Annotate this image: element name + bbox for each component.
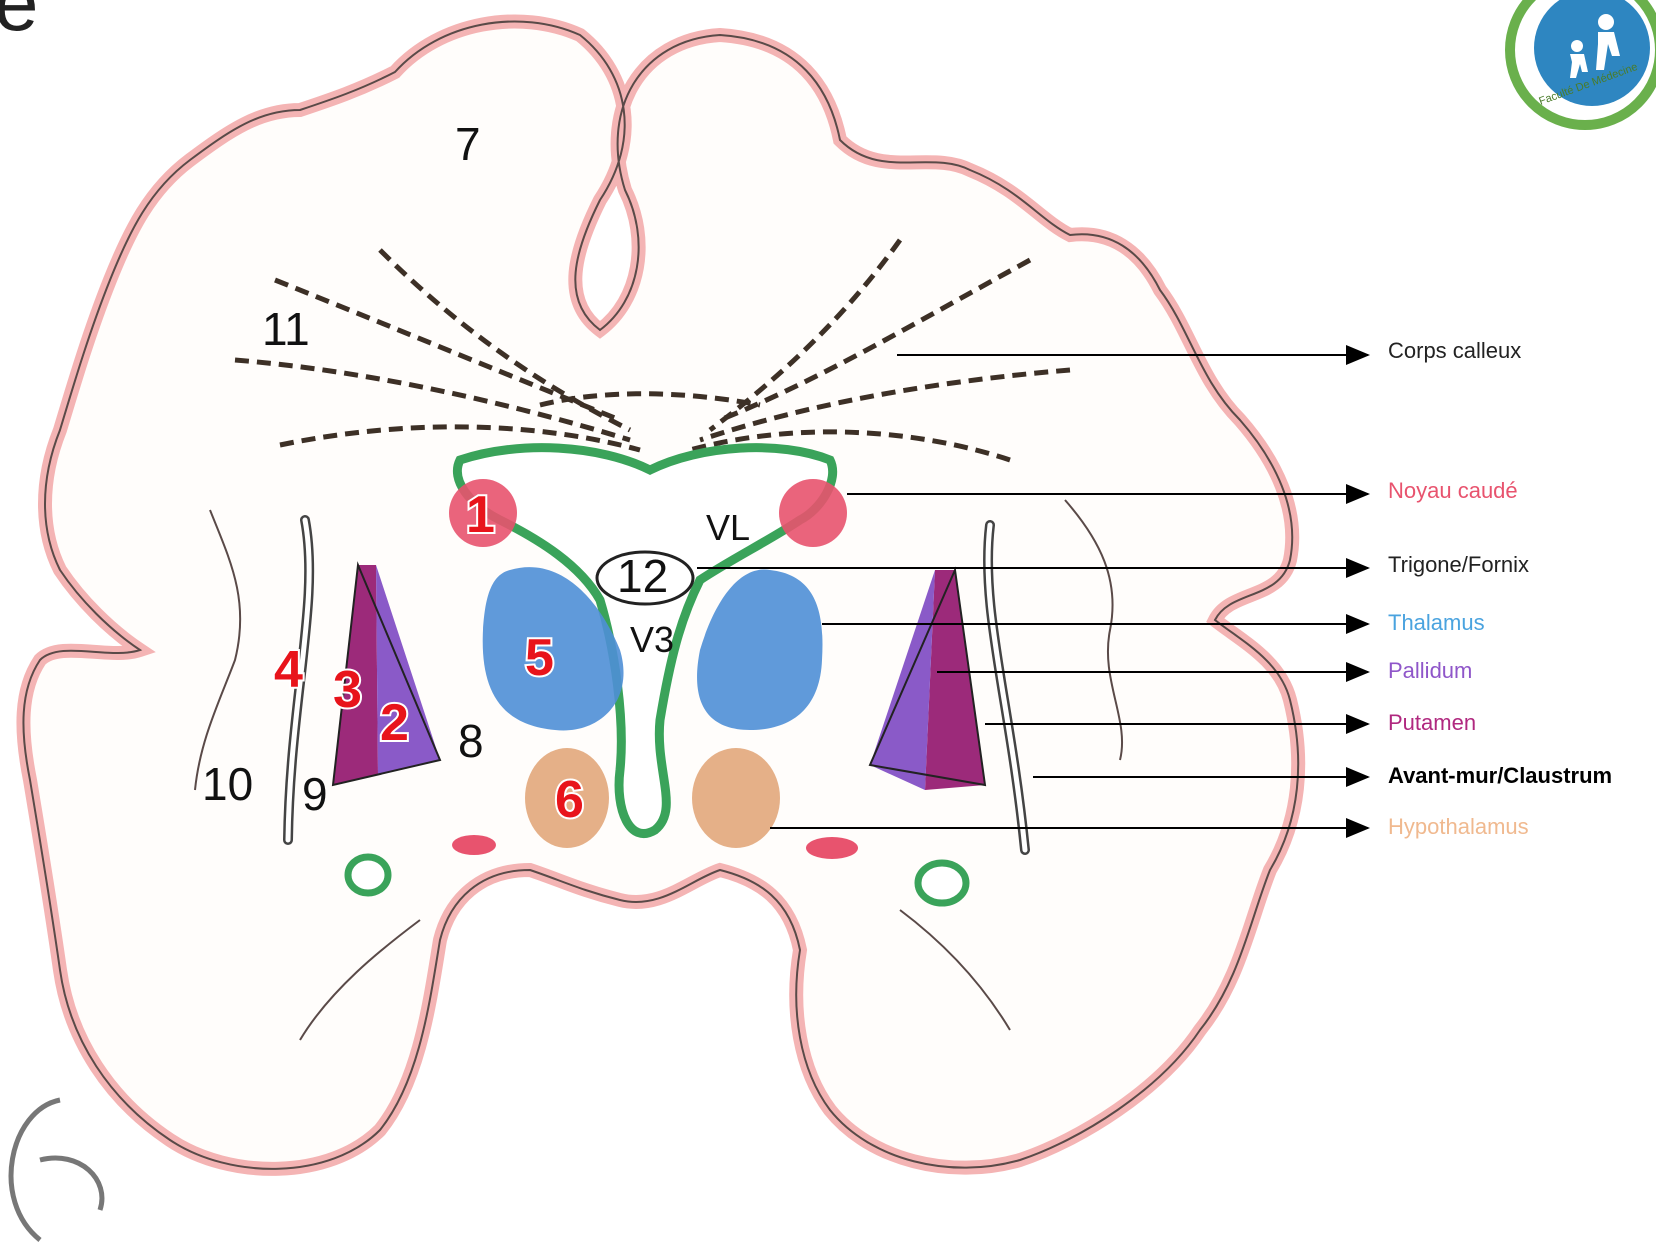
small-caudate-tail-left — [452, 835, 496, 855]
legend-hypothalamus: Hypothalamus — [1388, 814, 1529, 839]
legend-putamen: Putamen — [1388, 710, 1476, 735]
legend: Corps calleux Noyau caudé Trigone/Fornix… — [1388, 338, 1612, 839]
label-12: 12 — [617, 550, 668, 602]
label-5: 5 — [525, 629, 554, 687]
legend-thalamus: Thalamus — [1388, 610, 1485, 635]
label-vl: VL — [706, 507, 750, 548]
label-2: 2 — [380, 694, 409, 752]
label-10: 10 — [202, 758, 253, 810]
small-caudate-tail-right — [806, 837, 858, 859]
label-1: 1 — [466, 486, 495, 544]
label-6: 6 — [555, 771, 584, 829]
legend-corps-calleux: Corps calleux — [1388, 338, 1521, 363]
caudate-right — [779, 479, 847, 547]
corner-letter: e — [0, 0, 39, 47]
label-v3: V3 — [630, 619, 674, 660]
hypothalamus-right — [692, 748, 780, 848]
partial-glyph — [11, 1100, 102, 1240]
label-11: 11 — [262, 303, 310, 355]
label-3: 3 — [333, 661, 362, 719]
faculty-logo: Faculté De Médecine — [1510, 0, 1656, 125]
small-green-right — [918, 863, 966, 903]
legend-claustrum: Avant-mur/Claustrum — [1388, 763, 1612, 788]
legend-noyau-caude: Noyau caudé — [1388, 478, 1518, 503]
label-4: 4 — [274, 641, 303, 699]
small-green-left — [348, 857, 388, 893]
label-8: 8 — [458, 715, 484, 767]
legend-trigone-fornix: Trigone/Fornix — [1388, 552, 1529, 577]
label-9: 9 — [302, 768, 328, 820]
legend-pallidum: Pallidum — [1388, 658, 1472, 683]
label-7: 7 — [455, 118, 481, 170]
